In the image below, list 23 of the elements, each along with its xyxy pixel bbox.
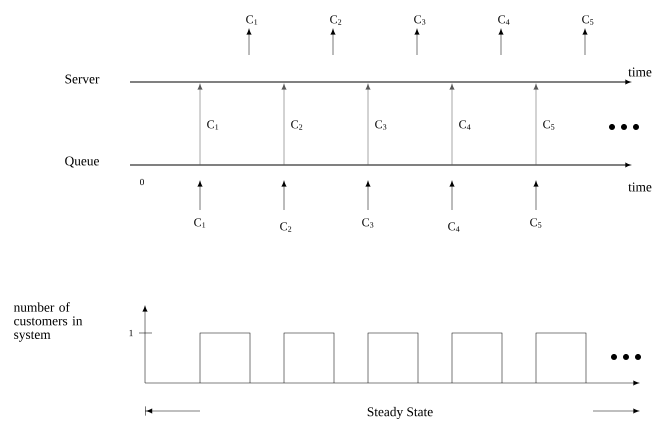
axis-label: time (628, 182, 652, 192)
customer-label: C$_{1}$ (246, 15, 258, 25)
customer-label: C$_{5}$ (530, 218, 542, 228)
axis-label: Server (66, 74, 100, 84)
customer-label: C$_{1}$ (194, 218, 206, 228)
customer-label: C$_{4}$ (498, 15, 510, 25)
customer-label: C$_{3}$ (362, 218, 374, 228)
tick-label: 1 (130, 330, 133, 336)
axis-label: time (628, 68, 652, 76)
customer-label: C$_{4}$ (448, 222, 460, 232)
customer-label: C$_{3}$ (414, 15, 426, 25)
customer-label: C$_{4}$ (459, 120, 471, 130)
customer-label: C$_{5}$ (582, 15, 594, 25)
customer-label: C$_{1}$ (207, 120, 218, 130)
steady-state-label: Steady State (368, 406, 433, 420)
customer-label: C$_{3}$ (375, 120, 386, 130)
customer-label: C$_{5}$ (543, 120, 554, 130)
customer-label: C$_{2}$ (291, 120, 302, 130)
axis-label: Queue (65, 156, 99, 168)
axis-label: number of customers in system (14, 302, 82, 342)
origin-label: 0 (140, 178, 144, 186)
customer-label: C$_{2}$ (330, 15, 342, 25)
customer-label: C$_{2}$ (280, 222, 292, 232)
